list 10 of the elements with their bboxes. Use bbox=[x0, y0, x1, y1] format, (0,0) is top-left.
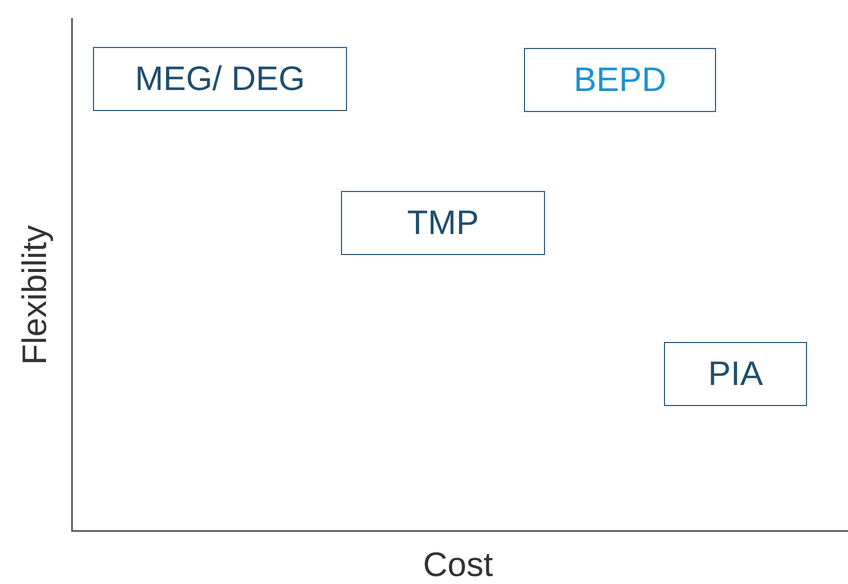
box-text: BEPD bbox=[574, 63, 666, 97]
label-box bbox=[341, 191, 545, 255]
label-box bbox=[524, 48, 716, 112]
axis-title: Flexibility bbox=[18, 225, 52, 365]
label-box bbox=[93, 47, 347, 111]
axis-title: Cost bbox=[423, 548, 493, 582]
box-text: MEG/ DEG bbox=[134, 62, 306, 96]
box-text: PIA bbox=[708, 357, 763, 391]
box-text: TMP bbox=[407, 206, 479, 240]
label-box bbox=[664, 342, 807, 406]
